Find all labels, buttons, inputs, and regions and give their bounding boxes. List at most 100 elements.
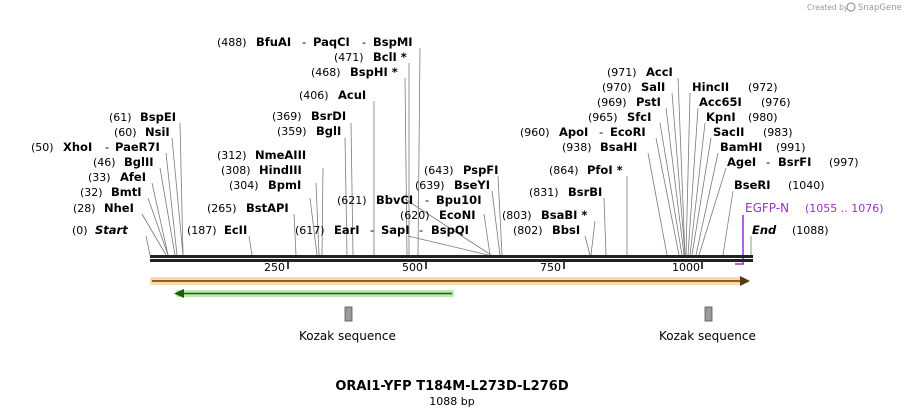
site-enzyme-name: EarI — [334, 223, 360, 237]
green-feature-arrow[interactable] — [174, 289, 454, 298]
site-position: (617) — [295, 224, 325, 237]
site-enzyme-name: BspMI — [373, 35, 413, 49]
site-position: (802) — [513, 224, 543, 237]
leader-bseyi — [491, 190, 501, 256]
site-position: (46) — [93, 156, 116, 169]
site-position: (938) — [562, 141, 592, 154]
leader-bseri — [722, 190, 734, 256]
site-enzyme-name: Acc65I — [699, 95, 742, 109]
site-bstapi[interactable]: (265) BstAPI — [207, 201, 289, 215]
kozak-feature-1[interactable]: Kozak sequence — [299, 306, 396, 343]
kozak-feature-2[interactable]: Kozak sequence — [659, 306, 756, 343]
site-enzyme-name: NheI — [104, 201, 134, 215]
leader-bglii — [159, 167, 176, 256]
leader-nsii — [171, 137, 184, 256]
site-bpmi[interactable]: (304) BpmI — [229, 178, 301, 192]
site-pfoi[interactable]: (864) PfoI * — [549, 163, 623, 177]
site-sali[interactable]: (970) SalI — [602, 80, 665, 94]
site-enzyme-name: BstAPI — [246, 201, 289, 215]
site-labels-left: (28) NheI (32) BmtI (33) AfeI (46) BglII… — [31, 35, 413, 237]
site-hincii[interactable]: HincII (972) — [692, 80, 778, 94]
site-enzyme-name: SapI — [381, 223, 410, 237]
site-enzyme-name: BmtI — [111, 185, 142, 199]
site-apoi-ecori[interactable]: (960) ApoI - EcoRI — [520, 125, 646, 139]
site-enzyme-name: BspHI * — [350, 65, 398, 79]
site-bbsi[interactable]: (802) BbsI — [513, 223, 580, 237]
leader-bsabi — [590, 220, 596, 256]
site-bsahi[interactable]: (938) BsaHI — [562, 140, 637, 154]
site-nsii[interactable]: (60) NsiI — [114, 125, 170, 139]
leader-bpmi — [309, 197, 318, 256]
site-kpni[interactable]: KpnI (980) — [706, 110, 778, 124]
leader-acc65i — [687, 107, 699, 256]
site-position: (997) — [829, 156, 859, 169]
site-enzyme-name: BsrDI — [311, 109, 346, 123]
site-ecli[interactable]: (187) EcII — [187, 223, 247, 237]
site-bsabi[interactable]: (803) BsaBI * — [502, 208, 587, 222]
site-bseyi[interactable]: (639) BseYI — [415, 178, 490, 192]
site-position: (965) — [588, 111, 618, 124]
leader-nhei — [141, 213, 167, 256]
site-position: (406) — [299, 89, 329, 102]
site-bspei[interactable]: (61) BspEI — [109, 110, 176, 124]
site-position: (980) — [748, 111, 778, 124]
site-enzyme-name: AccI — [646, 65, 673, 79]
site-enzyme-name: NmeAIII — [255, 148, 306, 162]
sequence-backbone — [150, 255, 753, 262]
site-bsrbi[interactable]: (831) BsrBI — [529, 185, 602, 199]
site-position: (620) — [400, 209, 430, 222]
site-position: (803) — [502, 209, 532, 222]
site-nhei[interactable]: (28) NheI — [73, 201, 134, 215]
site-enzyme-name: BbvCI — [376, 193, 413, 207]
site-xhoi-paer7i[interactable]: (50) XhoI - PaeR7I — [31, 140, 160, 154]
site-eari-sapi-bspqi[interactable]: (617) EarI - SapI - BspQI — [295, 223, 469, 237]
site-bsphi[interactable]: (468) BspHI * — [311, 65, 398, 79]
site-position: (991) — [776, 141, 806, 154]
site-enzyme-name: BspEI — [140, 110, 176, 124]
leader-apoi — [655, 137, 680, 256]
site-bcli[interactable]: (471) BclI * — [334, 50, 407, 64]
site-position: (32) — [80, 186, 103, 199]
site-position: (187) — [187, 224, 217, 237]
site-afei[interactable]: (33) AfeI — [88, 170, 146, 184]
strand-bottom — [150, 259, 753, 262]
site-bseri[interactable]: BseRI (1040) — [734, 178, 825, 192]
site-sacii[interactable]: SacII (983) — [713, 125, 793, 139]
leader-ecli — [248, 235, 253, 256]
site-bglii[interactable]: (46) BglII — [93, 155, 154, 169]
site-position: (33) — [88, 171, 111, 184]
separator-dash: - — [766, 155, 770, 169]
site-enzyme-name: SfcI — [627, 110, 651, 124]
site-bgli[interactable]: (359) BglI — [277, 124, 341, 138]
site-position: (304) — [229, 179, 259, 192]
site-pspfi[interactable]: (643) PspFI — [424, 163, 498, 177]
site-bbvci-bpu10i[interactable]: (621) BbvCI - Bpu10I — [337, 193, 481, 207]
site-position: (970) — [602, 81, 632, 94]
leader-kpni — [689, 122, 706, 256]
site-bfuai-paqci-bspmi[interactable]: (488) BfuAI - PaqCI - BspMI — [217, 35, 413, 49]
separator-dash: - — [425, 193, 429, 207]
site-hindiii[interactable]: (308) HindIII — [221, 163, 302, 177]
site-position: (1040) — [788, 179, 825, 192]
site-acc65i[interactable]: Acc65I (976) — [699, 95, 791, 109]
site-sfci[interactable]: (965) SfcI — [588, 110, 651, 124]
site-econi[interactable]: (620) EcoNI — [400, 208, 475, 222]
site-acui[interactable]: (406) AcuI — [299, 88, 366, 102]
leader-hincii — [685, 92, 691, 256]
site-bmti[interactable]: (32) BmtI — [80, 185, 142, 199]
site-acci[interactable]: (971) AccI — [607, 65, 673, 79]
site-enzyme-name: BsrFI — [778, 155, 811, 169]
site-agei-bsrfi[interactable]: AgeI - BsrFI (997) — [727, 155, 859, 169]
site-position: (643) — [424, 164, 454, 177]
egfp-n-primer[interactable]: EGFP-N (1055 .. 1076) — [735, 201, 884, 265]
leader-bsahi — [647, 152, 668, 256]
site-bsrdi[interactable]: (369) BsrDI — [272, 109, 346, 123]
site-enzyme-name: AfeI — [120, 170, 146, 184]
site-nmeaiii[interactable]: (312) NmeAIII — [217, 148, 306, 162]
orange-feature-arrow[interactable] — [150, 276, 750, 286]
snapgene-watermark: Created by SnapGene — [807, 2, 902, 13]
site-enzyme-name: NsiI — [145, 125, 170, 139]
site-bamhi[interactable]: BamHI (991) — [720, 140, 806, 154]
site-psti[interactable]: (969) PstI — [597, 95, 661, 109]
